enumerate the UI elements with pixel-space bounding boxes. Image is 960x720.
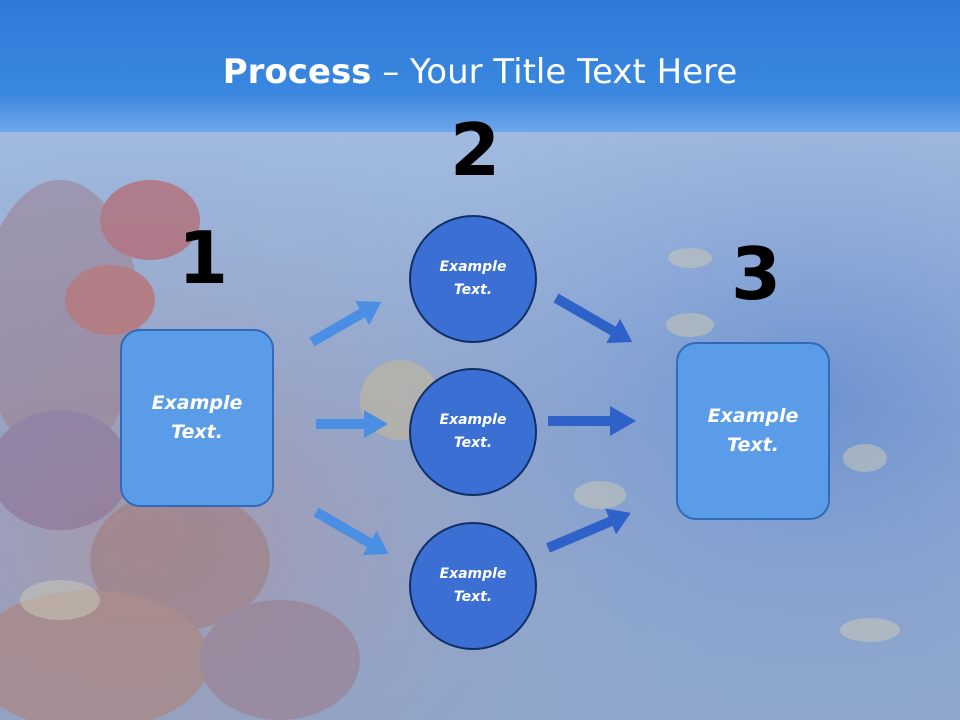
step-1-box: Example Text. <box>120 329 274 507</box>
slide-title: Process – Your Title Text Here <box>0 52 960 92</box>
title-bold: Process <box>222 52 372 92</box>
step-number-2: 2 <box>450 108 501 192</box>
circle-label: Example Text. <box>439 259 507 298</box>
arrow-right-straight <box>548 406 636 436</box>
step-number-3: 3 <box>731 232 782 316</box>
step-3-label: Example Text. <box>707 405 799 456</box>
coral-reef <box>0 180 360 720</box>
arrow-left-straight <box>316 410 388 438</box>
arrows-left-group <box>309 300 389 556</box>
arrows-right-group <box>546 293 636 553</box>
step-2-circle-top: Example Text. <box>409 215 537 343</box>
title-rest: – Your Title Text Here <box>371 52 738 92</box>
circle-label: Example Text. <box>439 566 507 605</box>
arrow-left-up <box>309 300 382 347</box>
arrow-right-up <box>546 508 631 553</box>
arrow-left-down <box>313 507 389 556</box>
step-2-circle-bottom: Example Text. <box>409 522 537 650</box>
title-bar <box>0 0 960 132</box>
step-number-1: 1 <box>178 216 229 300</box>
arrow-right-down <box>553 293 633 344</box>
step-3-box: Example Text. <box>676 342 830 520</box>
circle-label: Example Text. <box>439 412 507 451</box>
step-2-circle-middle: Example Text. <box>409 368 537 496</box>
step-1-label: Example Text. <box>151 392 243 443</box>
